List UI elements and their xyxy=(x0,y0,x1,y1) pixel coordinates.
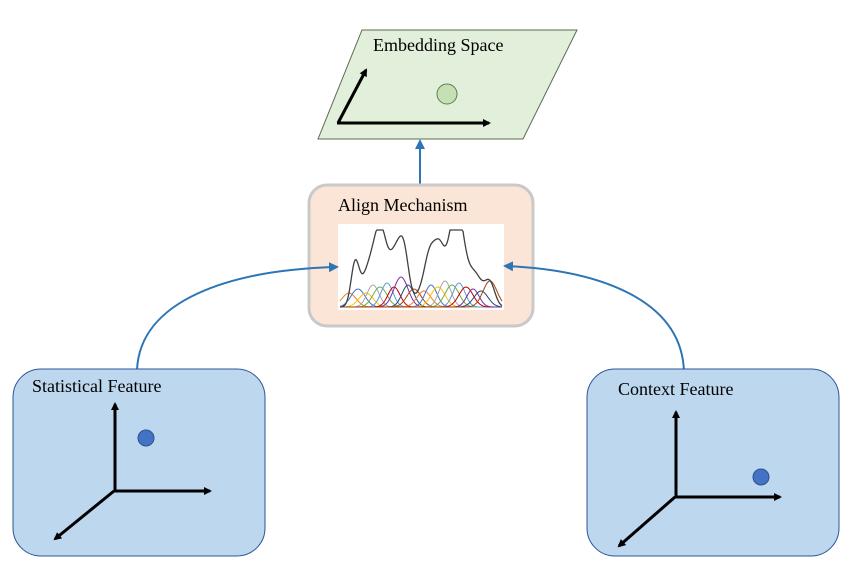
statistical-feature-panel: Statistical Feature xyxy=(12,368,266,557)
gaussian-mixture-plot xyxy=(339,229,503,308)
context-feature-title: Context Feature xyxy=(618,379,733,399)
context-to-align-arrow xyxy=(503,261,685,373)
embedding-y-axis xyxy=(336,68,368,124)
statistical-to-align-arrow xyxy=(136,262,339,371)
statistical-point xyxy=(137,429,155,447)
context-feature-panel: Context Feature xyxy=(586,368,840,557)
embedding-space-title: Embedding Space xyxy=(373,35,503,55)
embedding-space-panel: Embedding Space xyxy=(317,29,578,140)
statistical-feature-title: Statistical Feature xyxy=(32,376,161,396)
context-feature-box xyxy=(586,368,840,557)
align-mechanism-title: Align Mechanism xyxy=(338,195,467,215)
context-y-axis xyxy=(617,495,676,548)
mixture-envelope xyxy=(339,229,503,308)
embedding-point xyxy=(436,83,458,105)
gaussian-component xyxy=(340,280,503,308)
statistical-feature-box xyxy=(12,368,266,557)
context-point xyxy=(752,468,770,486)
statistical-y-axis xyxy=(53,489,115,541)
align-mechanism-panel: Align Mechanism xyxy=(307,183,535,328)
